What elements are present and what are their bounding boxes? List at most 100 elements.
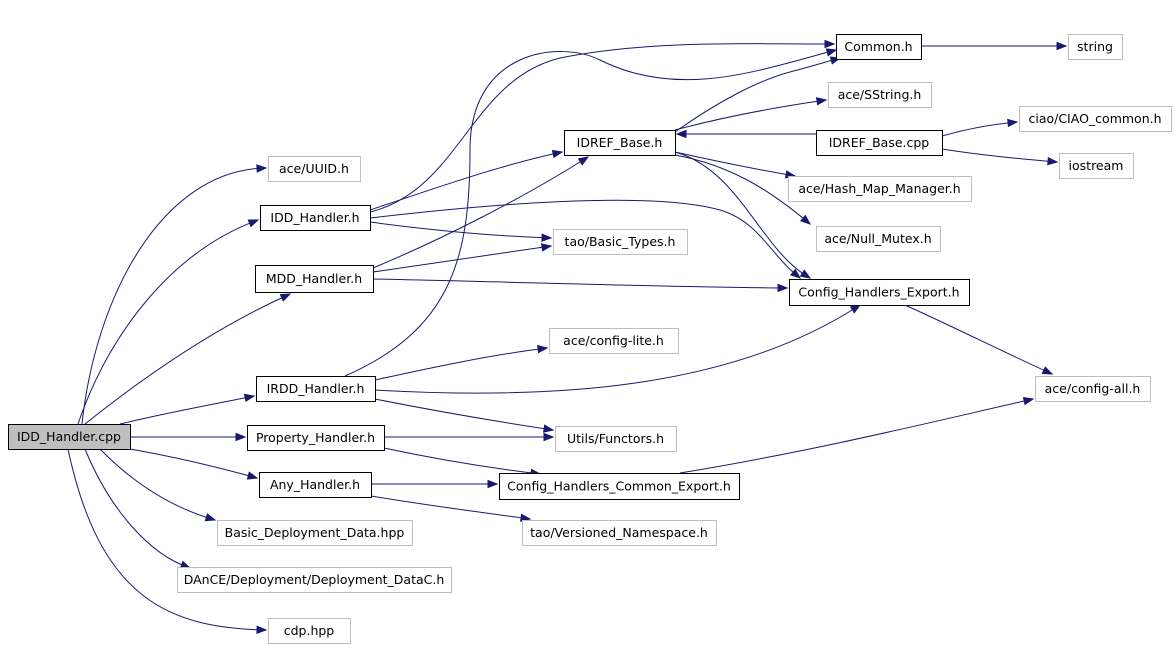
node-label: tao/Basic_Types.h <box>565 234 676 249</box>
node-label: Utils/Functors.h <box>567 431 664 446</box>
node-tao-basic-types[interactable]: tao/Basic_Types.h <box>553 229 688 255</box>
node-label: IDREF_Base.cpp <box>829 135 930 150</box>
edge-idd-handler-cpp-to-mdd-handler-h <box>84 293 291 425</box>
edge-idd-handler-h-to-config-handlers-export <box>369 199 801 279</box>
edge-idd-handler-h-to-common-h-arrowhead <box>824 39 836 49</box>
node-irdd-handler-h[interactable]: IRDD_Handler.h <box>256 376 376 402</box>
node-tao-versioned-namespace[interactable]: tao/Versioned_Namespace.h <box>522 520 717 546</box>
node-box <box>499 473 740 500</box>
edge-idref-base-cpp-to-idref-base-h-arrowhead <box>675 129 687 139</box>
node-ace-uuid[interactable]: ace/UUID.h <box>268 156 361 182</box>
node-label: Common.h <box>844 39 912 54</box>
node-iostream[interactable]: iostream <box>1059 153 1134 179</box>
node-ace-config-lite[interactable]: ace/config-lite.h <box>549 328 679 354</box>
edge-idd-handler-h-to-idref-base-h <box>369 151 563 211</box>
edge-irdd-handler-h-to-ace-config-lite-arrowhead <box>537 345 549 354</box>
node-label: Config_Handlers_Export.h <box>798 285 959 300</box>
edge-idd-handler-h-to-common-h <box>369 43 835 213</box>
node-config-handlers-common-export[interactable]: Config_Handlers_Common_Export.h <box>499 473 740 500</box>
edge-idref-base-h-to-ace-hash-map <box>674 151 796 177</box>
edge-idref-base-cpp-to-ciao-common <box>941 121 1018 137</box>
node-box <box>268 618 351 644</box>
edge-idd-handler-cpp-to-basic-deployment-data-arrowhead <box>204 513 217 522</box>
edge-irdd-handler-h-to-common-h-arrowhead <box>825 48 838 57</box>
edge-idref-base-h-to-common-h <box>674 57 841 133</box>
edge-mdd-handler-h-to-tao-basic-types <box>372 245 552 273</box>
edge-idd-handler-cpp-to-any-handler-h-arrowhead <box>246 471 259 480</box>
node-label: ace/Hash_Map_Manager.h <box>798 181 960 196</box>
node-label: ace/config-all.h <box>1045 381 1141 396</box>
node-label: MDD_Handler.h <box>266 271 362 286</box>
node-label: Property_Handler.h <box>256 430 375 445</box>
node-label: IRDD_Handler.h <box>267 381 365 396</box>
edge-mdd-handler-h-to-config-handlers-export-arrowhead <box>777 283 789 293</box>
node-config-handlers-export[interactable]: Config_Handlers_Export.h <box>789 279 970 306</box>
node-idref-base-cpp[interactable]: IDREF_Base.cpp <box>816 130 943 156</box>
edge-idref-base-h-to-ace-sstring <box>674 99 827 131</box>
node-property-handler-h[interactable]: Property_Handler.h <box>247 425 385 451</box>
node-box <box>816 226 941 252</box>
node-string[interactable]: string <box>1068 34 1123 60</box>
node-basic-deployment-data[interactable]: Basic_Deployment_Data.hpp <box>217 520 413 546</box>
edge-idd-handler-cpp-to-property-handler-h-arrowhead <box>235 432 247 442</box>
edge-irdd-handler-h-to-ace-config-lite <box>374 347 548 381</box>
edge-idref-base-cpp-to-iostream <box>941 148 1058 163</box>
edge-mdd-handler-h-to-config-handlers-export <box>372 278 788 289</box>
node-box <box>788 176 972 202</box>
edge-idd-handler-h-to-idref-base-h-arrowhead <box>551 149 564 159</box>
edge-idd-handler-cpp-to-any-handler-h <box>129 448 258 479</box>
node-label: ace/SString.h <box>838 87 922 102</box>
edge-mdd-handler-h-to-tao-basic-types-arrowhead <box>540 243 553 252</box>
node-mdd-handler-h[interactable]: MDD_Handler.h <box>255 265 374 293</box>
node-label: DAnCE/Deployment/Deployment_DataC.h <box>184 572 445 587</box>
edge-idd-handler-cpp-to-irdd-handler-h <box>119 395 255 425</box>
node-box <box>1059 153 1134 179</box>
node-label: string <box>1077 39 1113 54</box>
node-ciao-common[interactable]: ciao/CIAO_common.h <box>1019 106 1172 132</box>
edge-idd-handler-cpp-to-ace-uuid-arrowhead <box>256 164 268 173</box>
node-box <box>255 265 374 293</box>
node-common-h[interactable]: Common.h <box>836 34 922 60</box>
edge-irdd-handler-h-to-utils-functors-arrowhead <box>542 424 555 433</box>
node-utils-functors[interactable]: Utils/Functors.h <box>555 426 677 452</box>
edge-idd-handler-cpp-to-idd-handler-h-arrowhead <box>247 219 260 228</box>
node-ace-config-all[interactable]: ace/config-all.h <box>1035 376 1151 402</box>
node-box <box>789 279 970 306</box>
edge-config-handlers-export-to-ace-config-all-arrowhead <box>1041 366 1054 375</box>
node-label: ace/config-lite.h <box>563 333 664 348</box>
node-idd-handler-h[interactable]: IDD_Handler.h <box>260 205 371 231</box>
node-dance-deployment-datac[interactable]: DAnCE/Deployment/Deployment_DataC.h <box>177 567 452 593</box>
node-ace-hash-map[interactable]: ace/Hash_Map_Manager.h <box>788 176 972 202</box>
node-box <box>564 130 676 156</box>
node-cdp-hpp[interactable]: cdp.hpp <box>268 618 351 644</box>
edge-idd-handler-cpp-to-cdp-hpp-arrowhead <box>256 625 268 634</box>
node-ace-null-mutex[interactable]: ace/Null_Mutex.h <box>816 226 941 252</box>
edge-irdd-handler-h-to-common-h <box>344 49 837 377</box>
node-ace-sstring[interactable]: ace/SString.h <box>828 82 932 108</box>
edge-property-handler-h-to-utils-functors-arrowhead <box>543 432 555 442</box>
edge-idd-handler-cpp-to-cdp-hpp <box>67 448 267 631</box>
edge-idd-handler-cpp-to-idd-handler-h <box>77 219 259 425</box>
edge-config-handlers-common-export-to-ace-config-all-arrowhead <box>1022 396 1035 406</box>
node-label: Config_Handlers_Common_Export.h <box>507 479 731 494</box>
node-label: tao/Versioned_Namespace.h <box>530 525 708 540</box>
edge-idd-handler-cpp-to-mdd-handler-h-arrowhead <box>279 293 292 302</box>
node-box <box>553 229 688 255</box>
node-box <box>260 205 371 231</box>
edge-config-handlers-export-to-ace-config-all <box>904 304 1053 375</box>
node-box <box>177 567 452 593</box>
node-idref-base-h[interactable]: IDREF_Base.h <box>564 130 676 156</box>
node-box <box>8 424 131 450</box>
node-any-handler-h[interactable]: Any_Handler.h <box>259 472 372 498</box>
edge-idd-handler-cpp-to-dance-deployment-datac <box>84 448 191 569</box>
node-idd-handler-cpp[interactable]: IDD_Handler.cpp <box>8 424 131 450</box>
edge-config-handlers-common-export-to-ace-config-all <box>679 398 1034 474</box>
node-layer: IDD_Handler.cpp ace/UUID.hIDD_Handler.hMD… <box>8 34 1172 644</box>
edge-idref-base-h-to-config-handlers-export <box>674 151 811 279</box>
edge-idref-base-cpp-to-iostream-arrowhead <box>1047 156 1059 166</box>
edge-idref-base-cpp-to-ciao-common-arrowhead <box>1007 118 1019 128</box>
node-box <box>816 130 943 156</box>
node-label: cdp.hpp <box>284 623 335 638</box>
node-label: ace/Null_Mutex.h <box>824 231 931 246</box>
node-box <box>259 472 372 498</box>
